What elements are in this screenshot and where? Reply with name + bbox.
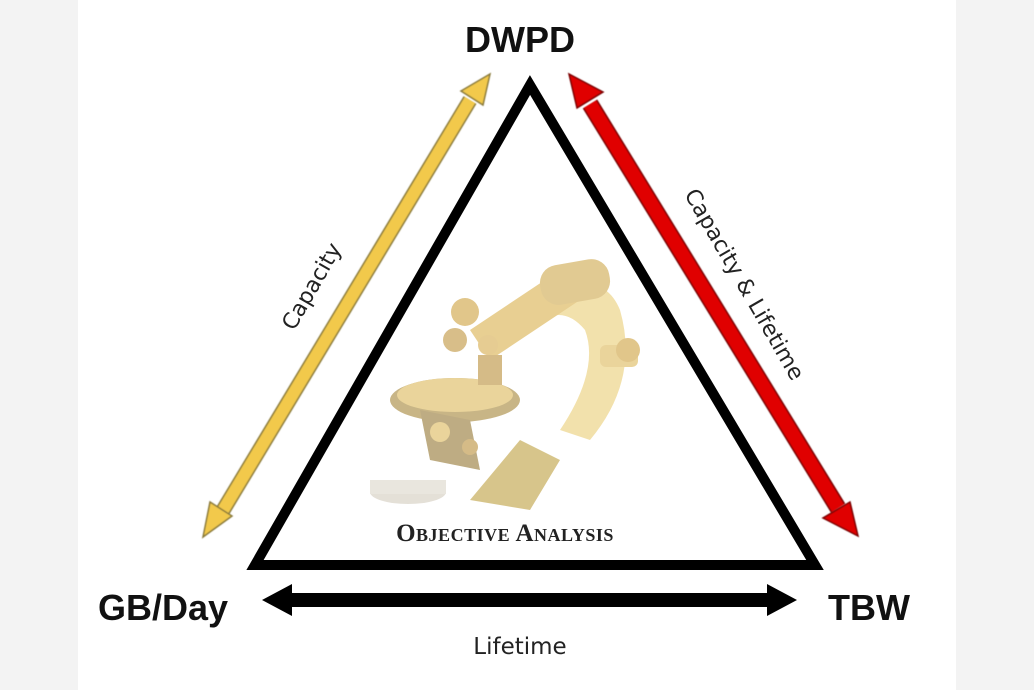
- lifetime-arrow: [262, 584, 797, 616]
- capacity-arrow: [201, 72, 492, 539]
- vertex-label-dwpd: DWPD: [465, 19, 575, 60]
- brand-text: Objective Analysis: [396, 520, 614, 547]
- triangle-outline: [246, 75, 824, 570]
- vertex-label-tbw: TBW: [828, 587, 910, 628]
- microscope-icon: [370, 259, 640, 510]
- lifetime-edge-label: Lifetime: [473, 634, 567, 660]
- vertex-label-gb-per-day: GB/Day: [98, 587, 229, 628]
- capacity-lifetime-arrow: [567, 72, 860, 538]
